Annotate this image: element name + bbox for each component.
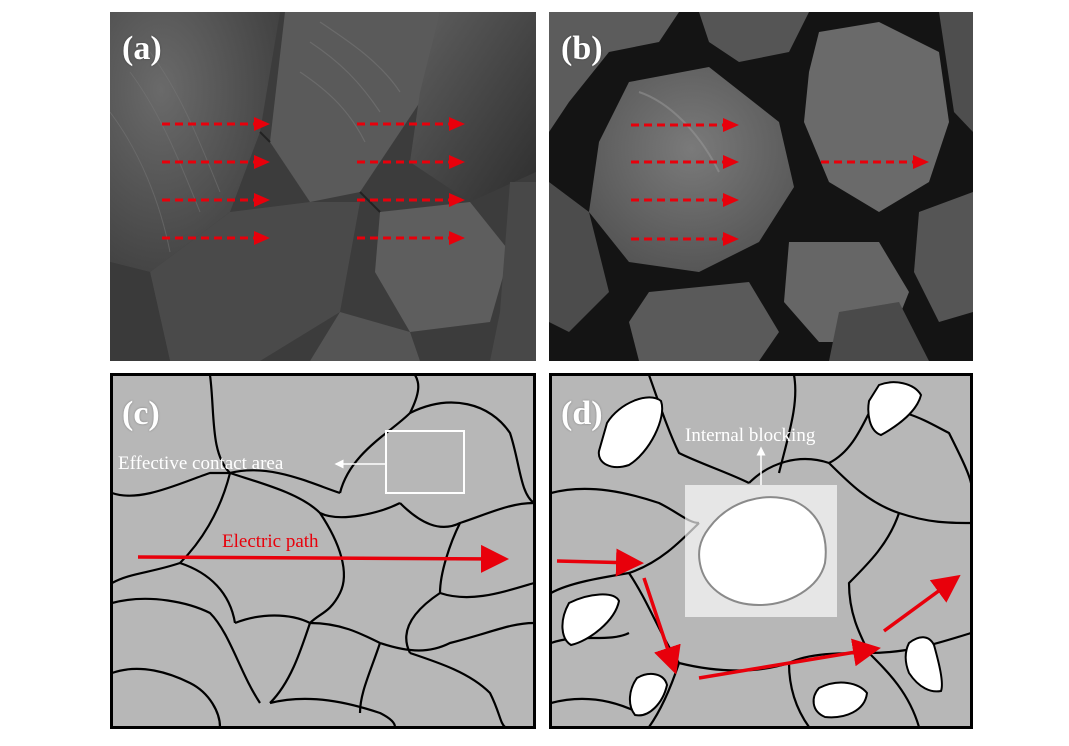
- schematic-dense-graphic: [110, 373, 536, 729]
- arrow-head: [449, 155, 465, 169]
- panel-label-b: (b): [561, 30, 603, 67]
- schematic-dense: (c) Effective contact area Electric path: [110, 373, 536, 729]
- arrow-head: [723, 155, 739, 169]
- electric-path-label: Electric path: [222, 531, 319, 552]
- arrow-head: [254, 117, 270, 131]
- arrow-head: [449, 231, 465, 245]
- panel-label-a: (a): [122, 30, 162, 67]
- arrow-head: [254, 155, 270, 169]
- arrows-b: [631, 118, 929, 246]
- arrow-head: [723, 232, 739, 246]
- internal-blocking-label: Internal blocking: [685, 425, 816, 446]
- arrow-head: [449, 193, 465, 207]
- arrow-head: [449, 117, 465, 131]
- panel-label-c: (c): [122, 395, 160, 432]
- arrows-a: [162, 117, 465, 245]
- arrow-head: [723, 193, 739, 207]
- arrow-head: [723, 118, 739, 132]
- sem-dense-graphic: [110, 12, 536, 361]
- arrow-head: [254, 231, 270, 245]
- schematic-porous-graphic: [549, 373, 973, 729]
- panel-label-d: (d): [561, 395, 603, 432]
- schematic-porous: (d) Internal blocking: [549, 373, 973, 729]
- arrow-head: [254, 193, 270, 207]
- sem-image-dense: (a): [110, 12, 536, 361]
- sem-porous-graphic: [549, 12, 973, 361]
- arrow-head: [913, 155, 929, 169]
- effective-contact-area-label: Effective contact area: [118, 453, 284, 474]
- sem-image-porous: (b): [549, 12, 973, 361]
